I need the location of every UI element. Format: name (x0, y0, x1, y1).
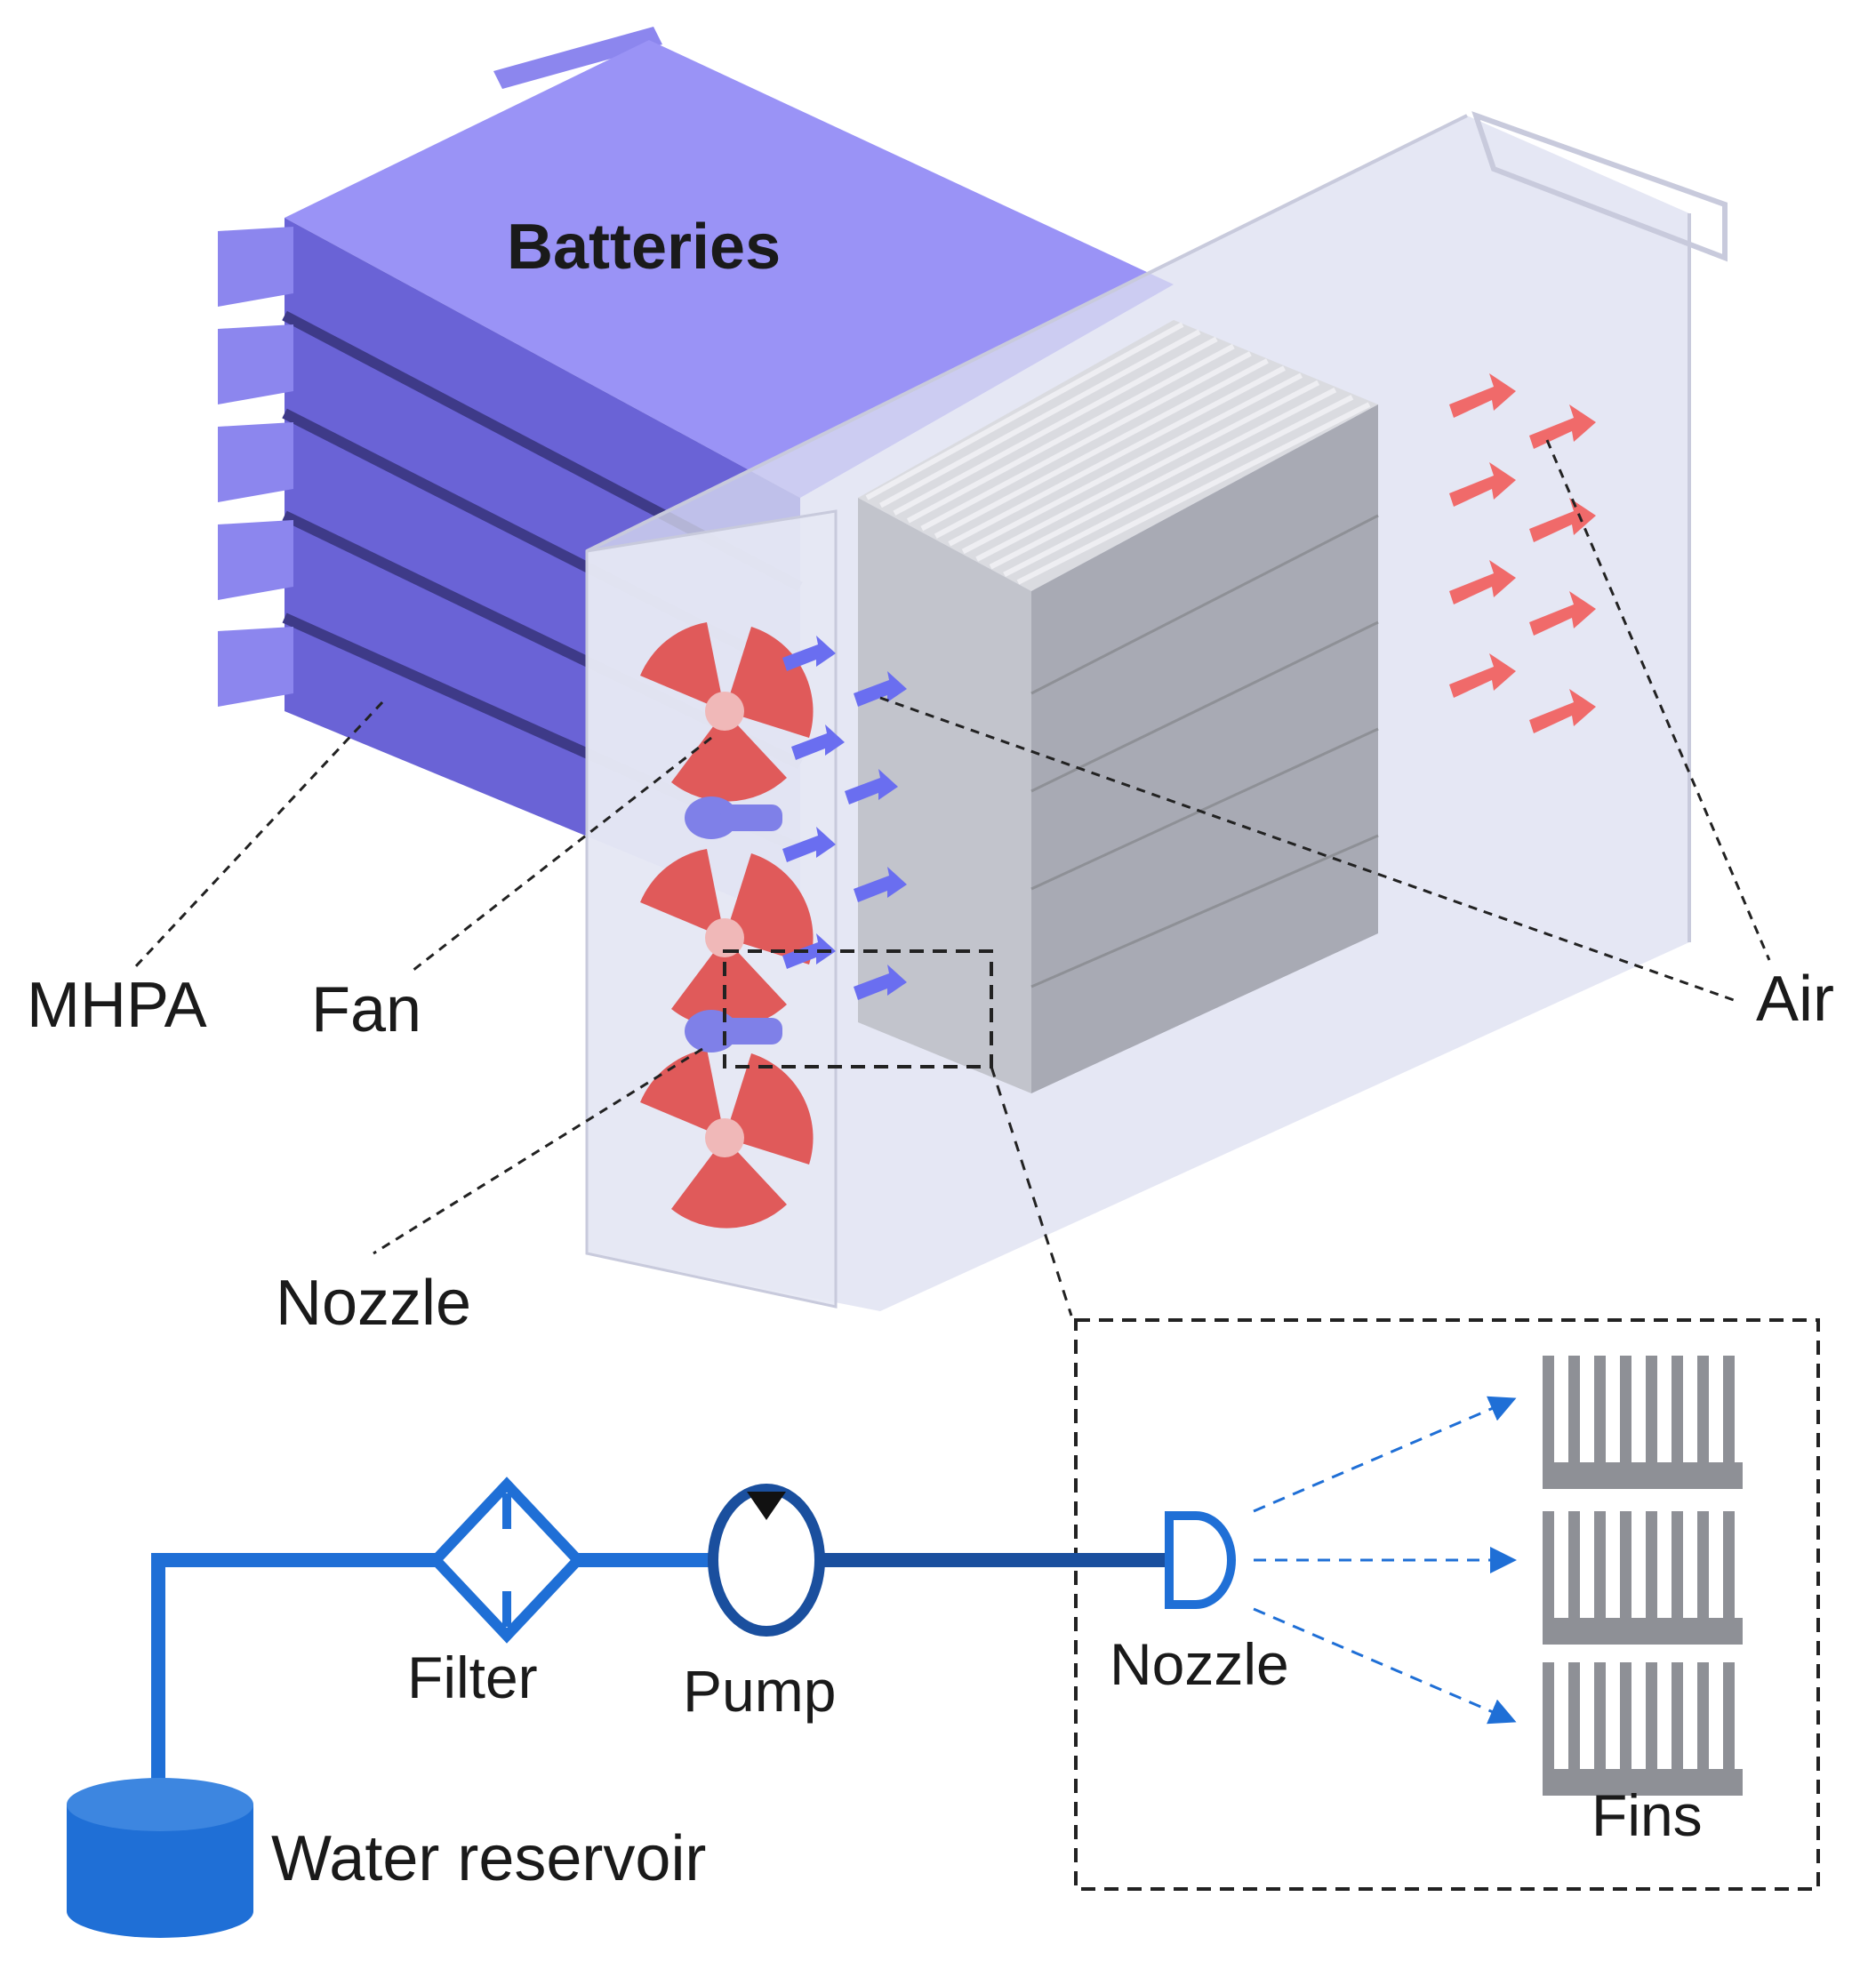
label-pump: Pump (683, 1658, 836, 1724)
label-mhpa: MHPA (27, 970, 207, 1041)
fan-icon (640, 622, 814, 1229)
fins-block-3d (858, 320, 1379, 1093)
spray-arrows (1253, 1396, 1517, 1725)
fins-icon (1543, 1356, 1743, 1796)
detail-box (1074, 1318, 1820, 1891)
air-arrows (1449, 373, 1596, 733)
zoom-region-box (723, 949, 993, 1069)
label-fins: Fins (1591, 1782, 1703, 1848)
leader-lines (132, 439, 1771, 1255)
label-filter: Filter (407, 1645, 538, 1710)
water-pipe (151, 1553, 1169, 1813)
nozzle-icon (1165, 1511, 1236, 1609)
label-water-reservoir: Water reservoir (271, 1823, 706, 1894)
label-air: Air (1756, 964, 1834, 1035)
label-nozzle-schematic: Nozzle (1110, 1631, 1289, 1697)
label-fan: Fan (311, 974, 421, 1045)
mist-arrows (782, 636, 907, 1000)
mhpa-plates (218, 227, 293, 707)
label-batteries: Batteries (507, 212, 781, 283)
pump-icon (708, 1484, 825, 1637)
water-reservoir-icon (67, 1778, 253, 1938)
label-nozzle-3d: Nozzle (276, 1268, 471, 1339)
filter-icon (428, 1477, 586, 1644)
